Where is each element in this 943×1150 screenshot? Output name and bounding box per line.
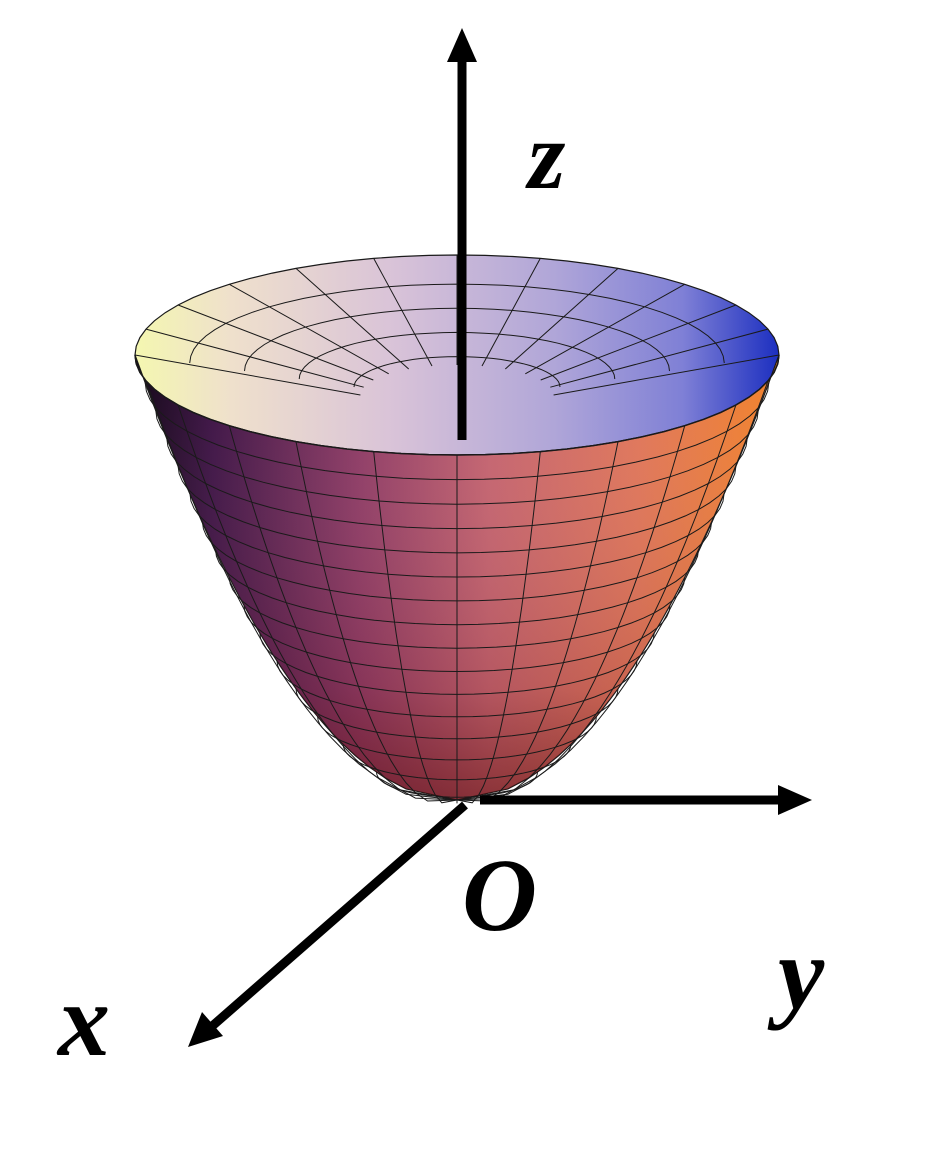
outer-mesh-meridian <box>177 404 458 801</box>
y-axis-arrowhead <box>778 785 812 815</box>
inner-mesh-meridian <box>504 268 619 370</box>
outer-mesh-meridian <box>456 380 769 801</box>
paraboloid-outer-surface <box>134 354 780 804</box>
outer-mesh-meridian <box>295 441 458 802</box>
paraboloid-inner-surface <box>134 254 780 456</box>
outer-mesh-meridian <box>145 380 458 801</box>
outer-mesh-meridian <box>373 451 458 804</box>
z-axis <box>447 28 477 440</box>
inner-mesh-meridian <box>177 304 374 381</box>
z-axis-label: z <box>525 102 565 209</box>
inner-mesh-meridian <box>481 258 541 367</box>
origin-label: O <box>462 838 537 953</box>
y-axis <box>480 785 812 815</box>
x-axis-label: x <box>56 963 110 1078</box>
outer-mesh-meridian <box>456 451 541 804</box>
inner-mesh-meridian <box>229 283 389 375</box>
inner-mesh-meridian <box>373 258 433 367</box>
outer-mesh-meridian <box>456 425 686 801</box>
z-axis-arrowhead <box>447 28 477 62</box>
inner-mesh-meridian <box>553 354 780 396</box>
inner-mesh-meridian <box>295 268 410 370</box>
inner-mesh-meridian <box>550 328 769 388</box>
inner-mesh-meridian <box>525 283 685 375</box>
x-axis-arrowhead <box>188 1012 223 1047</box>
outer-mesh-meridian <box>228 425 458 801</box>
inner-mesh-meridian <box>145 328 364 388</box>
inner-mesh-meridian <box>540 304 737 381</box>
outer-mesh-meridian <box>456 404 737 801</box>
y-axis-label: y <box>767 916 825 1031</box>
inner-mesh-meridian <box>134 354 361 396</box>
outer-mesh-meridian <box>456 441 619 802</box>
x-axis <box>188 801 468 1047</box>
